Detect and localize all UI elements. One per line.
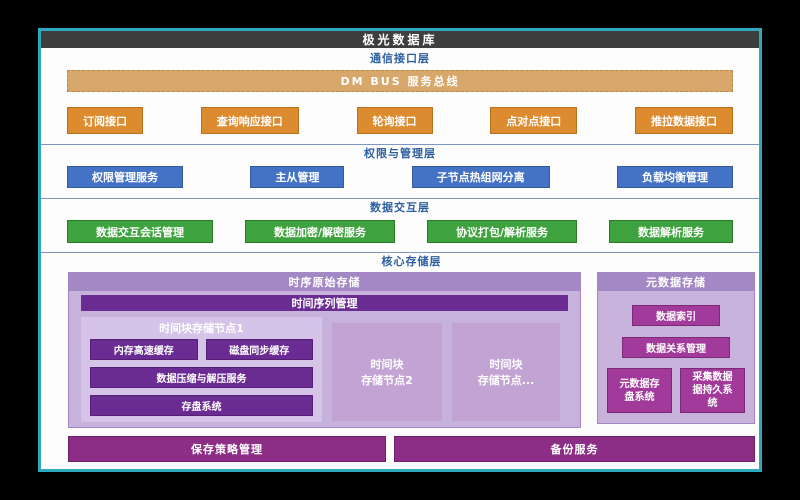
permission-management-service-box: 权限管理服务 — [67, 166, 183, 188]
core-storage-layer-title: 核心存储层 — [381, 255, 442, 268]
interface-box-point-to-point: 点对点接口 — [490, 107, 578, 134]
metadata-storage-panel: 元数据存储 数据索引 数据关系管理 元数据存盘系统 采集数据据持久系统 — [597, 272, 755, 424]
load-balancing-management-box: 负载均衡管理 — [616, 166, 733, 188]
dm-bus-service-bar: DM BUS 服务总线 — [67, 70, 733, 92]
management-row: 权限管理服务 主从管理 子节点热组网分离 负载均衡管理 — [67, 166, 733, 188]
diagram-title: 极光数据库 — [41, 31, 759, 48]
backup-service-box: 备份服务 — [394, 436, 755, 462]
timeseries-raw-storage-header: 时序原始存储 — [69, 273, 580, 291]
protocol-pack-parse-box: 协议打包/解析服务 — [426, 220, 577, 243]
save-policy-management-box: 保存策略管理 — [68, 436, 386, 462]
data-encryption-decryption-box: 数据加密/解密服务 — [244, 220, 395, 243]
metadata-disk-system-box: 元数据存盘系统 — [607, 368, 672, 413]
data-relation-management-box: 数据关系管理 — [622, 337, 730, 358]
storage-row: 时序原始存储 时间序列管理 时间块存储节点1 内存高速缓存 磁盘同步缓存 数据压… — [68, 272, 755, 428]
interface-row: 订阅接口 查询响应接口 轮询接口 点对点接口 推拉数据接口 — [67, 107, 733, 134]
compression-decompression-service-box: 数据压缩与解压服务 — [90, 367, 313, 388]
section-core-storage-layer: 核心存储层 时序原始存储 时间序列管理 时间块存储节点1 内存高速缓存 磁盘同步… — [41, 252, 759, 468]
master-slave-management-box: 主从管理 — [250, 166, 345, 188]
time-block-storage-node-more: 时间块 存储节点... — [452, 323, 560, 421]
database-architecture-diagram: 极光数据库 通信接口层 DM BUS 服务总线 订阅接口 查询响应接口 轮询接口… — [38, 28, 762, 472]
time-block-storage-node-1: 时间块存储节点1 内存高速缓存 磁盘同步缓存 数据压缩与解压服务 存盘系统 — [81, 317, 322, 422]
section-management-layer: 权限与管理层 权限管理服务 主从管理 子节点热组网分离 负载均衡管理 — [41, 144, 759, 198]
interface-box-subscribe: 订阅接口 — [67, 107, 143, 134]
collected-data-persistence-system-box: 采集数据据持久系统 — [680, 368, 745, 413]
communication-layer-title: 通信接口层 — [370, 52, 430, 65]
metadata-bottom-row: 元数据存盘系统 采集数据据持久系统 — [607, 368, 745, 413]
data-index-box: 数据索引 — [632, 305, 720, 326]
section-data-interaction-layer: 数据交互层 数据交互会话管理 数据加密/解密服务 协议打包/解析服务 数据解析服… — [41, 198, 759, 252]
node-1-cache-row: 内存高速缓存 磁盘同步缓存 — [90, 339, 313, 360]
section-communication-layer: 通信接口层 DM BUS 服务总线 订阅接口 查询响应接口 轮询接口 点对点接口… — [41, 48, 759, 144]
time-block-storage-node-2: 时间块 存储节点2 — [332, 323, 442, 421]
memory-cache-box: 内存高速缓存 — [90, 339, 198, 360]
time-series-management-bar: 时间序列管理 — [81, 295, 568, 311]
time-block-node-1-title: 时间块存储节点1 — [159, 322, 244, 335]
data-interaction-row: 数据交互会话管理 数据加密/解密服务 协议打包/解析服务 数据解析服务 — [67, 220, 733, 243]
disk-storage-system-box: 存盘系统 — [90, 395, 313, 416]
child-node-hot-network-separation-box: 子节点热组网分离 — [411, 166, 550, 188]
bottom-services-row: 保存策略管理 备份服务 — [68, 436, 755, 462]
timeseries-body: 时间块存储节点1 内存高速缓存 磁盘同步缓存 数据压缩与解压服务 存盘系统 时间… — [69, 311, 580, 422]
interface-box-polling: 轮询接口 — [356, 107, 433, 134]
data-session-management-box: 数据交互会话管理 — [67, 220, 213, 243]
management-layer-title: 权限与管理层 — [364, 147, 436, 160]
metadata-storage-header: 元数据存储 — [598, 273, 754, 291]
data-interaction-layer-title: 数据交互层 — [370, 201, 430, 214]
timeseries-raw-storage-panel: 时序原始存储 时间序列管理 时间块存储节点1 内存高速缓存 磁盘同步缓存 数据压… — [68, 272, 581, 428]
interface-box-push-pull-data: 推拉数据接口 — [635, 107, 733, 134]
disk-sync-cache-box: 磁盘同步缓存 — [205, 339, 313, 360]
data-parsing-service-box: 数据解析服务 — [608, 220, 733, 243]
interface-box-query-response: 查询响应接口 — [200, 107, 299, 134]
